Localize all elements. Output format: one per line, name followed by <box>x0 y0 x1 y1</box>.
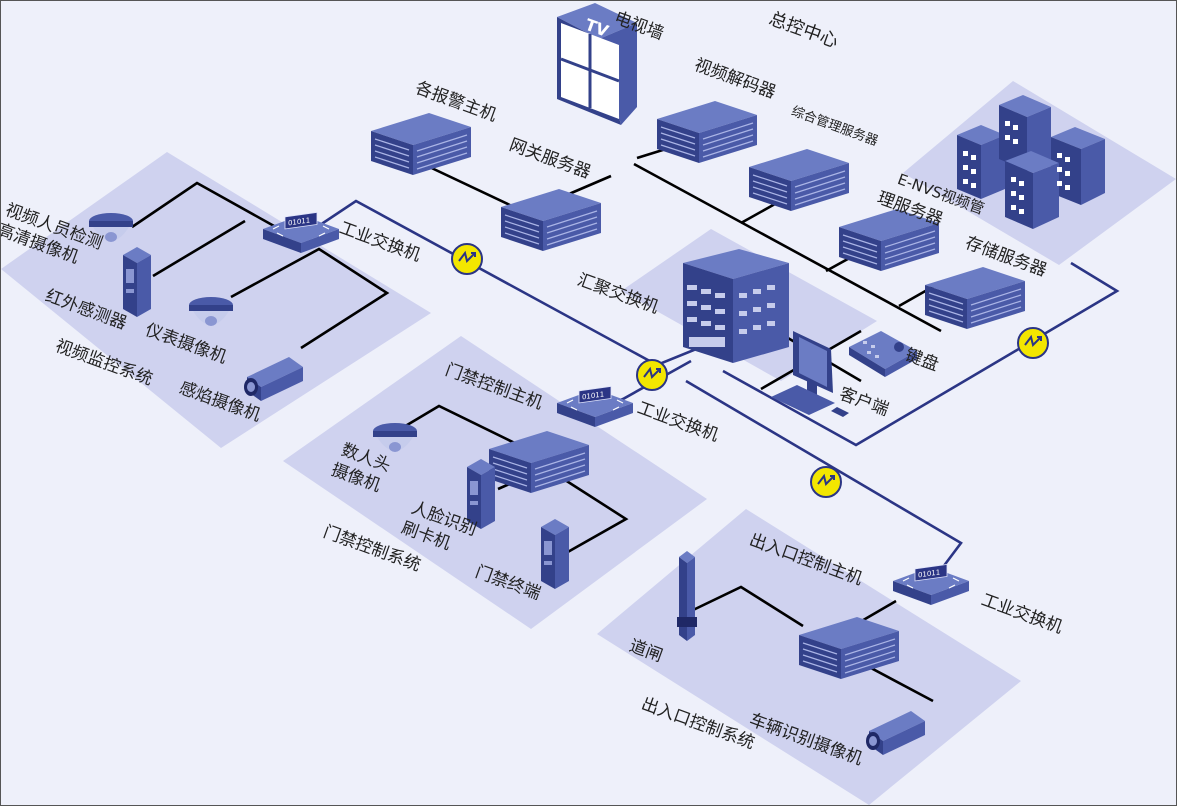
gateway-server-icon <box>500 188 602 252</box>
alarm-host-icon <box>370 112 472 176</box>
infrared-sensor-icon <box>123 247 151 317</box>
buildings-icon <box>957 95 1105 229</box>
fiber-badge-icon <box>451 243 483 275</box>
storage-server-icon <box>924 266 1026 330</box>
tv-wall-icon: TV <box>557 3 637 125</box>
video-decoder-icon <box>656 100 758 164</box>
navy-links <box>310 199 1120 584</box>
control-keyboard-icon <box>849 331 917 377</box>
fiber-badge-icon <box>636 359 668 391</box>
fiber-badge-icon <box>810 466 842 498</box>
access-terminal-icon <box>541 519 569 589</box>
client-computer-icon <box>771 331 849 417</box>
industrial-switch-entry-icon <box>892 563 970 606</box>
aggregation-switch-icon <box>683 249 789 363</box>
barrier-gate-icon <box>677 551 697 641</box>
zone-access-control <box>283 336 707 629</box>
fiber-badge-icon <box>1017 327 1049 359</box>
integrated-mgmt-server-icon <box>748 148 850 212</box>
